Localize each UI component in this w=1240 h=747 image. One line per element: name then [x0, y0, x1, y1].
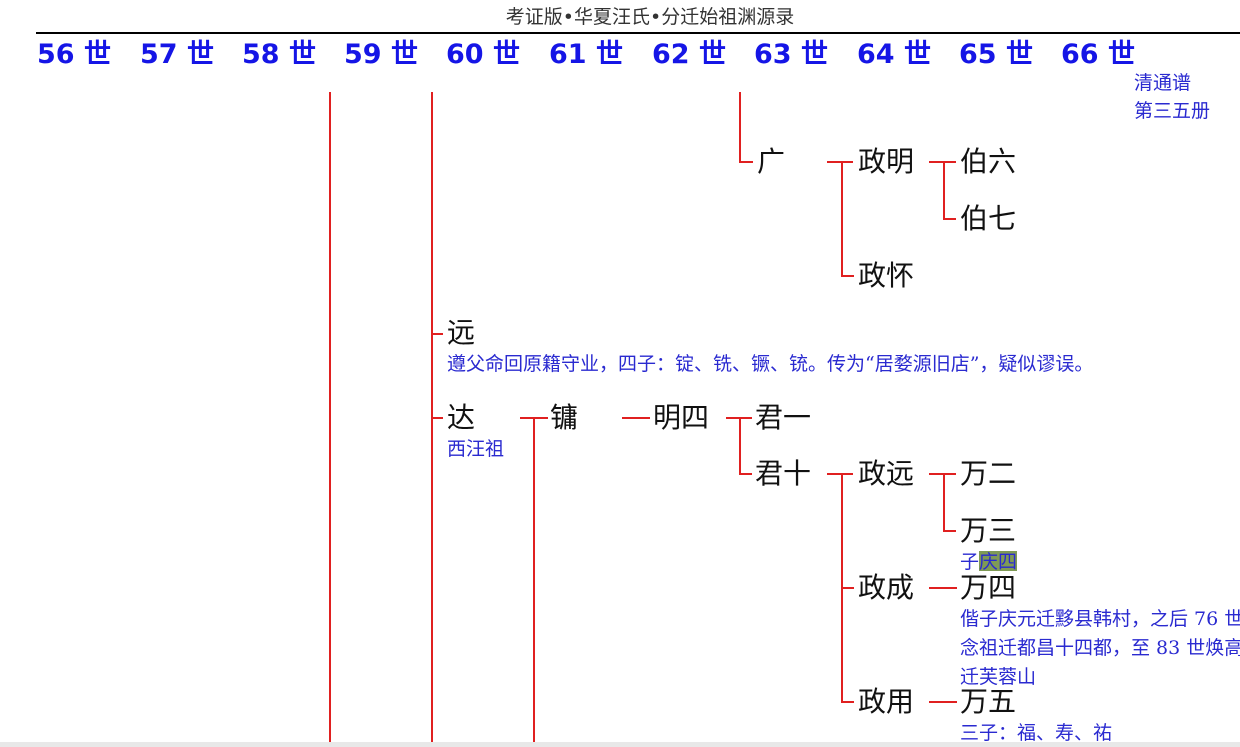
person-note: 子庆四 [960, 550, 1018, 574]
branch-line [827, 161, 853, 163]
branch-line [431, 333, 443, 335]
branch-line [431, 417, 443, 419]
person-note: 三子：福、寿、祐 [960, 722, 1113, 744]
person-name: 达 [446, 401, 477, 435]
branch-line [943, 218, 956, 220]
trunk-line [533, 417, 535, 747]
generation-label: 60 世 [446, 39, 520, 70]
note-prefix: 子 [960, 551, 980, 573]
person-name: 政明 [857, 145, 916, 179]
person-name: 广 [756, 145, 787, 179]
branch-line [841, 701, 854, 703]
generation-label: 63 世 [754, 39, 828, 70]
page-title: 考证版•华夏汪氏•分迁始祖渊源录 [505, 6, 795, 28]
generation-label: 62 世 [652, 39, 726, 70]
person-note: 遵父命回原籍守业，四子：锭、铣、镢、铳。传为“居婺源旧店”，疑似谬误。 [447, 353, 1094, 375]
person-note: 西汪祖 [447, 438, 505, 460]
branch-line [929, 587, 957, 589]
branch-line [739, 473, 752, 475]
branch-line [929, 161, 956, 163]
person-name: 远 [446, 316, 477, 350]
trunk-line [329, 92, 331, 747]
branch-line [943, 530, 956, 532]
generation-label: 59 世 [344, 39, 418, 70]
person-name: 万五 [959, 685, 1018, 719]
branch-line [841, 275, 854, 277]
person-name: 万四 [959, 571, 1018, 605]
trunk-line [841, 161, 843, 276]
generation-label: 56 世 [37, 39, 111, 70]
person-name: 政怀 [857, 259, 916, 293]
page-bottom-edge [0, 742, 1240, 747]
person-name: 君十 [754, 457, 813, 491]
branch-line [929, 701, 957, 703]
trunk-line [943, 473, 945, 531]
person-name: 明四 [652, 401, 711, 435]
person-name: 万二 [959, 457, 1018, 491]
person-name: 镛 [549, 401, 580, 435]
book-reference: 清通谱 [1134, 72, 1192, 94]
generation-label: 61 世 [549, 39, 623, 70]
generation-label: 64 世 [857, 39, 931, 70]
person-name: 君一 [754, 401, 813, 435]
header-divider [36, 32, 1240, 34]
branch-line [929, 473, 956, 475]
person-name: 万三 [959, 514, 1018, 548]
branch-line [841, 587, 854, 589]
generation-label: 57 世 [140, 39, 214, 70]
branch-line [622, 417, 650, 419]
book-reference: 第三五册 [1134, 100, 1211, 122]
branch-line [739, 161, 753, 163]
highlighted-text[interactable]: 庆四 [979, 551, 1018, 573]
branch-line [827, 473, 853, 475]
person-name: 伯七 [959, 202, 1018, 236]
person-note: 迁芙蓉山 [960, 666, 1037, 688]
person-name: 政远 [857, 457, 916, 491]
trunk-line [431, 92, 433, 747]
person-name: 政成 [857, 571, 916, 605]
person-name: 伯六 [959, 145, 1018, 179]
trunk-line [943, 161, 945, 219]
generation-label: 66 世 [1061, 39, 1135, 70]
person-note: 念祖迁都昌十四都，至 83 世焕高 [960, 637, 1240, 659]
person-name: 政用 [857, 685, 916, 719]
generation-label: 58 世 [242, 39, 316, 70]
person-note: 偕子庆元迁黟县韩村，之后 76 世 [960, 608, 1240, 630]
trunk-line [739, 92, 741, 162]
generation-label: 65 世 [959, 39, 1033, 70]
trunk-line [739, 417, 741, 474]
